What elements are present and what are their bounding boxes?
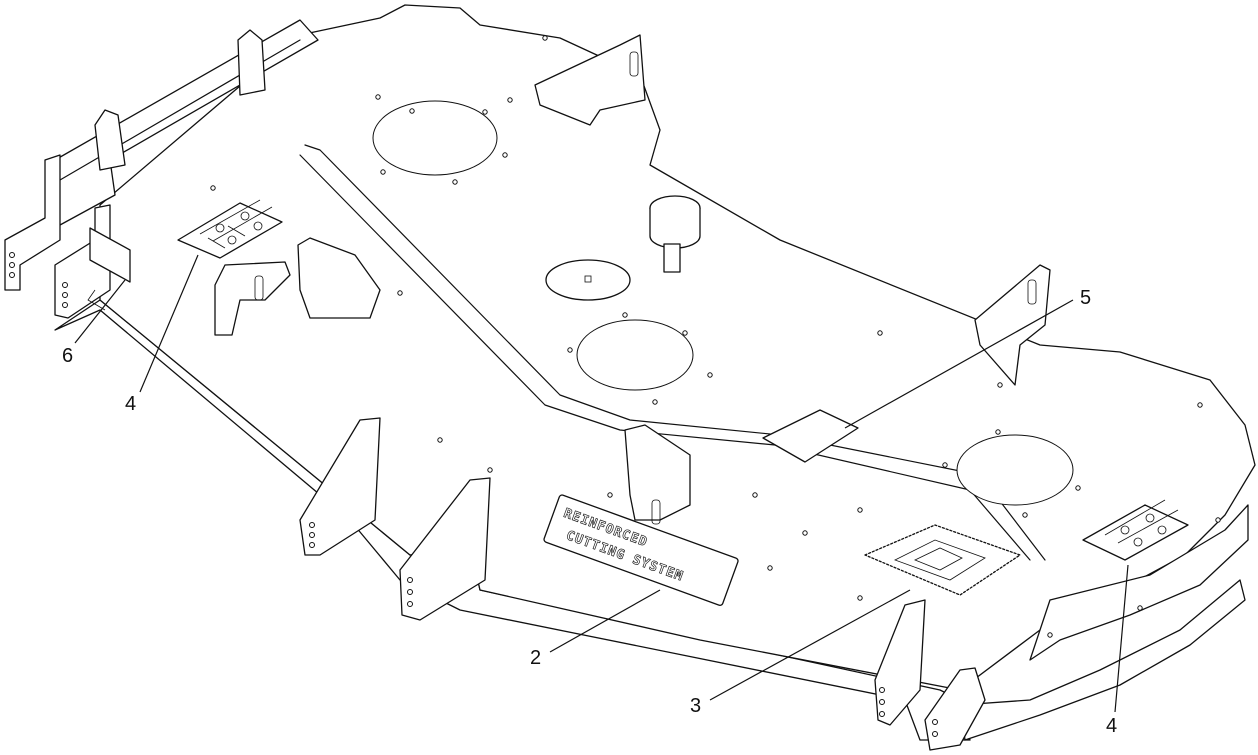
leader-4-right: [1114, 564, 1129, 713]
decal-5-pad: [762, 409, 859, 463]
leader-2: [549, 589, 661, 653]
leader-5: [844, 299, 1074, 429]
decal-3-logo: [864, 524, 1021, 596]
leader-3: [709, 589, 911, 701]
leader-lines: [74, 254, 1129, 713]
callout-2: 2: [530, 647, 541, 669]
callout-6: 6: [62, 345, 73, 367]
bolt-holes: [210, 35, 1221, 638]
left-brackets: [4, 29, 691, 621]
decal-6-flap: [87, 227, 131, 311]
decal-4-right: [1082, 499, 1189, 561]
callout-4-right: 4: [1106, 715, 1117, 737]
callout-labels: 6 4 5 2 3 4: [62, 287, 1117, 737]
center-spindle: [545, 195, 701, 301]
callout-3: 3: [690, 695, 701, 717]
leader-6: [74, 279, 126, 344]
callout-4-left: 4: [125, 393, 136, 415]
decal-4-left: [177, 199, 283, 259]
blade-openings: [372, 100, 1074, 506]
right-brackets: [534, 34, 1051, 751]
leader-4-left: [139, 254, 199, 393]
callout-5: 5: [1080, 287, 1091, 309]
